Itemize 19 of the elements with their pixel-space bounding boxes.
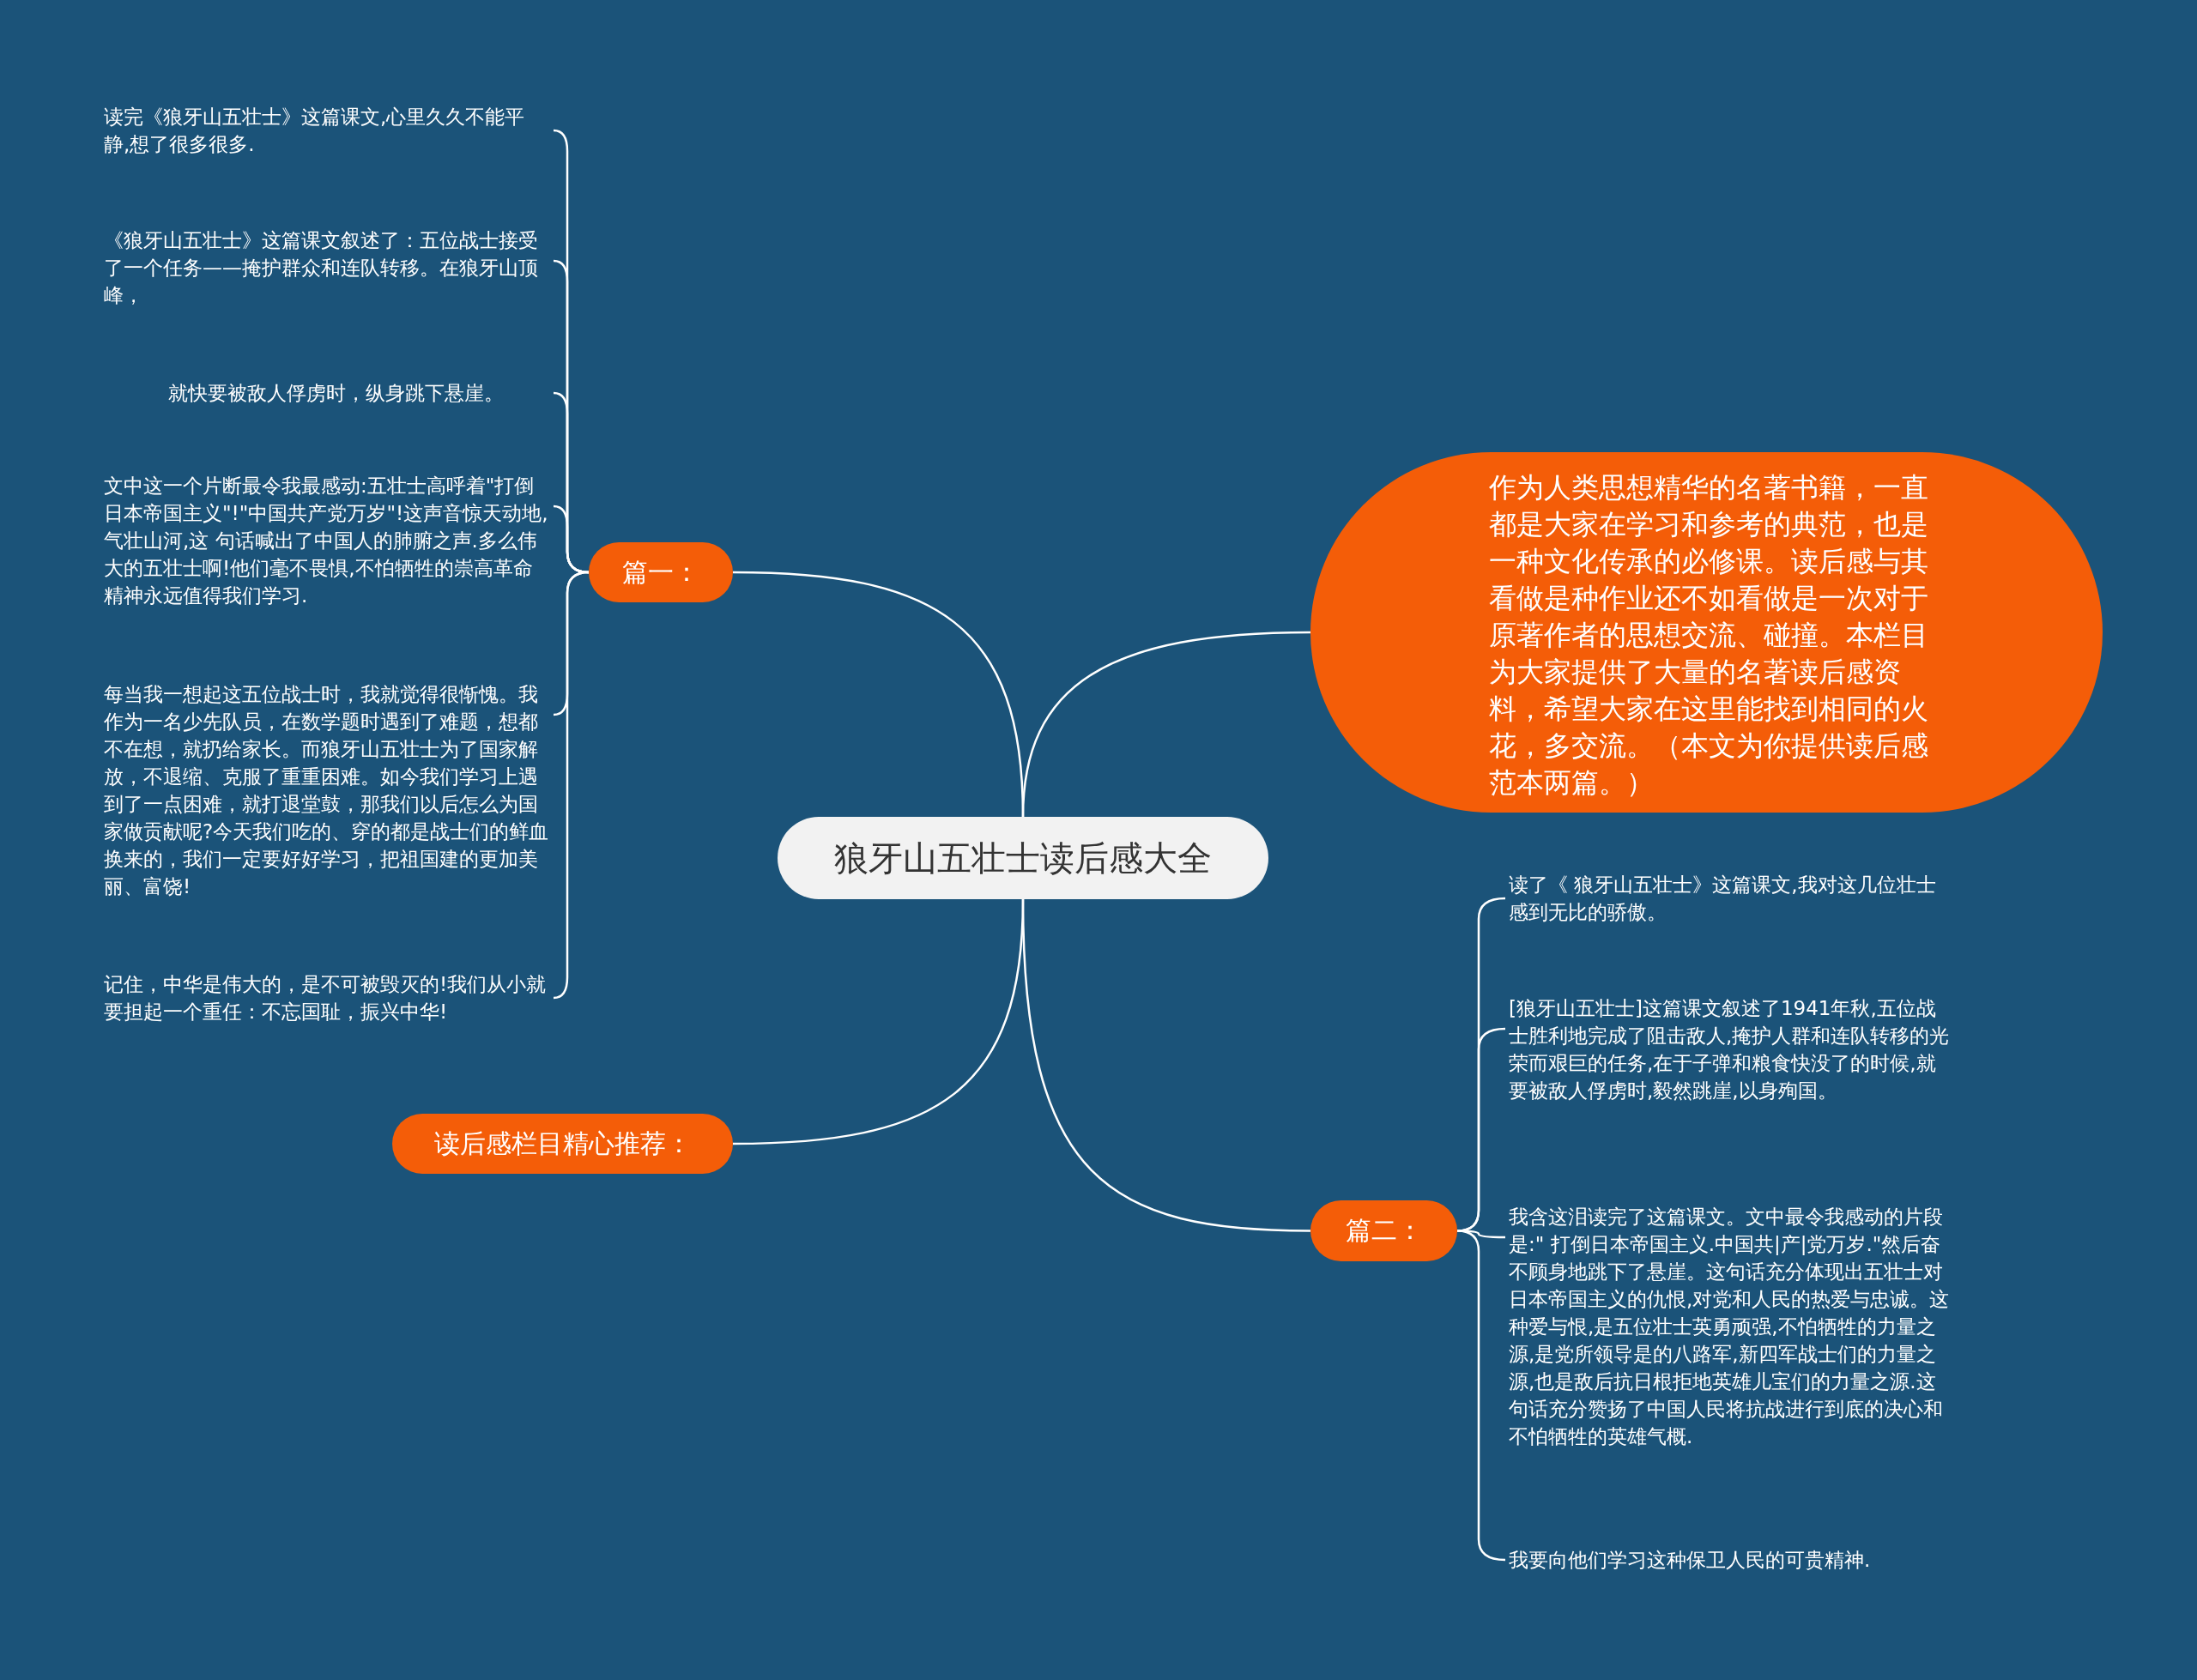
text-note: 就快要被敌人俘虏时，纵身跳下悬崖。 — [168, 379, 550, 407]
text-note: 《狼牙山五壮士》这篇课文叙述了：五位战士接受了一个任务——掩护群众和连队转移。在狼牙山顶峰， — [104, 227, 550, 309]
branch-topic: 篇一： — [589, 542, 733, 602]
text-note: [狼牙山五壮士]这篇课文叙述了1941年秋,五位战士胜利地完成了阻击敌人,掩护人群和连队转移的光荣而艰巨的任务,在于子弹和粮食快没了的时候,就要被敌人俘虏时,毅然跳崖,以身殉国。 — [1509, 994, 1955, 1104]
text-note: 读了《 狼牙山五壮士》这篇课文,我对这几位壮士感到无比的骄傲。 — [1509, 871, 1955, 926]
text-note: 读完《狼牙山五壮士》这篇课文,心里久久不能平静,想了很多很多. — [104, 103, 550, 158]
connector-line — [1021, 898, 1311, 1232]
central-topic: 狼牙山五壮士读后感大全 — [778, 817, 1268, 899]
text-note: 记住，中华是伟大的，是不可被毁灭的!我们从小就要担起一个重任：不忘国耻，振兴中华! — [104, 970, 550, 1025]
branch-topic: 读后感栏目精心推荐： — [392, 1114, 733, 1174]
text-note: 每当我一想起这五位战士时，我就觉得很惭愧。我作为一名少先队员，在数学题时遇到了难题，想都不在想，就扔给家长。而狼牙山五壮士为了国家解放，不退缩、克服了重重困难。如今我们学习上遇到了一点困难，就打退堂鼓，那我们以后怎么为国家做贡献呢?今天我们吃的、穿的都是战士们的鲜血换来的，我们一定要好好学习，把祖国建的更加美丽、富饶! — [104, 680, 550, 900]
text-note: 我要向他们学习这种保卫人民的可贵精神. — [1509, 1546, 1955, 1574]
text-note: 我含这泪读完了这篇课文。文中最令我感动的片段是:" 打倒日本帝国主义.中国共|产|党万岁."然后奋不顾身地跳下了悬崖。这句话充分体现出五壮士对日本帝国主义的仇恨,对党和人民的热爱与忠诚。这种爱与恨,是五位壮士英勇顽强,不怕牺牲的力量之源,是党所领导是的八路军,新四军战士们的力量之源,也是敌后抗日根拒地英雄儿宝们的力量之源.这句话充分赞扬了中国人民将抗战进行到底的决心和不怕牺牲的英雄气概. — [1509, 1203, 1955, 1450]
summary-bubble: 作为人类思想精华的名著书籍，一直都是大家在学习和参考的典范，也是一种文化传承的必修课。读后感与其看做是种作业还不如看做是一次对于原著作者的思想交流、碰撞。本栏目为大家提供了大量的名著读后感资料，希望大家在这里能找到相同的火花，多交流。（本文为你提供读后感范本两篇。） — [1310, 452, 2103, 813]
connector-line — [1456, 1230, 1506, 1562]
text-note: 文中这一个片断最令我最感动:五壮士高呼着"打倒日本帝国主义"!"中国共产党万岁"!这声音惊天动地,气壮山河,这 句话喊出了中国人的肺腑之声.多么伟大的五壮士啊!他们毫不畏惧,不怕牺牲的崇高革命精神永远值得我们学习. — [104, 472, 550, 609]
connector-line — [732, 571, 1025, 818]
connector-line — [553, 571, 590, 1000]
branch-topic: 篇二： — [1310, 1200, 1457, 1261]
